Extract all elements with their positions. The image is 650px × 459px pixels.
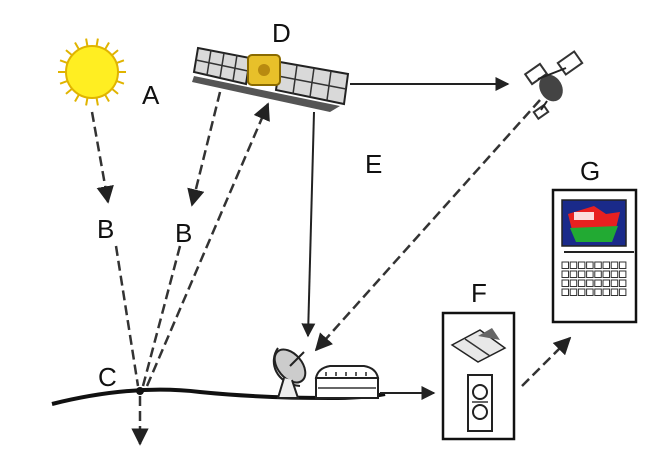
- label-a: A: [142, 80, 160, 110]
- label-b-sun: B: [97, 214, 114, 244]
- label-d: D: [272, 18, 291, 48]
- sun-icon: [58, 38, 126, 106]
- satellite-icon: [192, 46, 350, 112]
- label-g: G: [580, 156, 600, 186]
- target-point: [136, 387, 144, 395]
- satellite-dish-icon: [272, 347, 307, 399]
- label-c: C: [98, 362, 117, 392]
- label-b-satellite: B: [175, 218, 192, 248]
- label-e: E: [365, 149, 382, 179]
- signal-paths: [90, 77, 572, 446]
- receiving-station-icon: [314, 365, 380, 399]
- relay-satellite-icon: [523, 50, 584, 121]
- processing-panel-icon: [441, 311, 516, 441]
- label-f: F: [471, 278, 487, 308]
- computer-icon: [551, 188, 638, 324]
